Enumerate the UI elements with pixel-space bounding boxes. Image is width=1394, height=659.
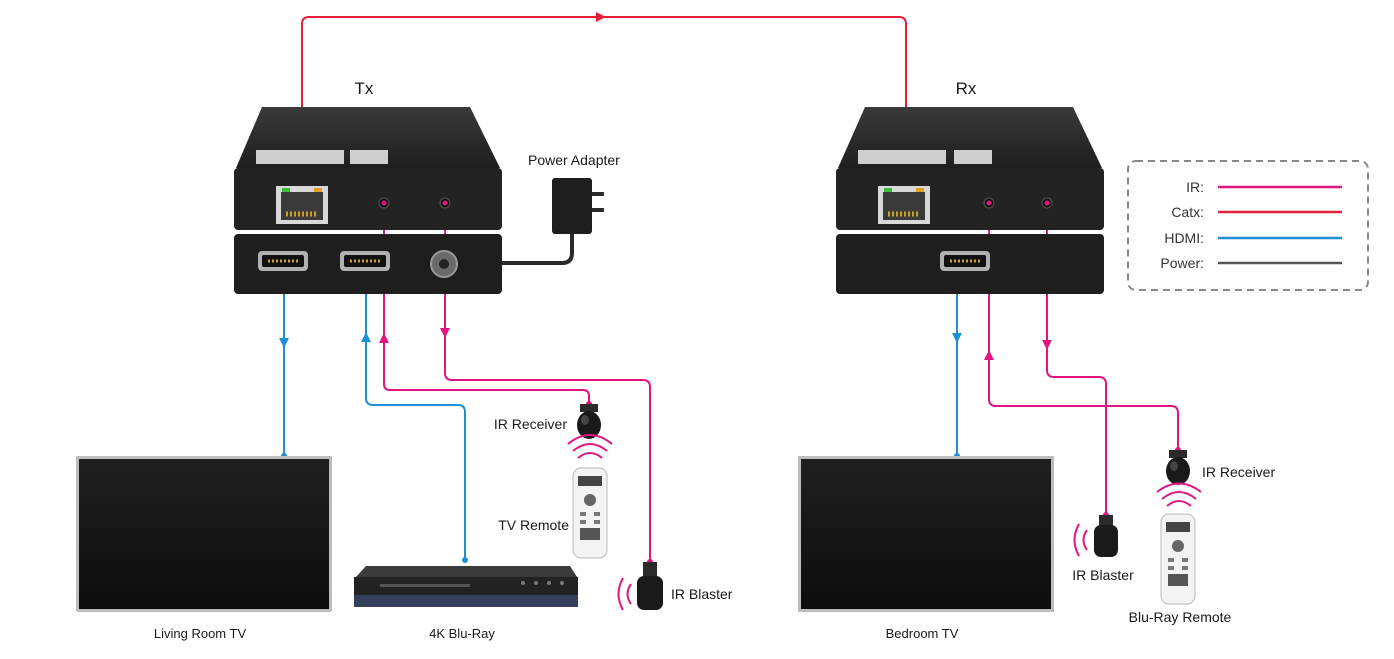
hdmi-arrow-living-room-tv [279, 338, 289, 348]
bedroom-tv-label: Bedroom TV [886, 626, 959, 641]
ir-cable-rx-receiver [988, 203, 1179, 450]
tx-ir-blaster-label: IR Blaster [671, 586, 733, 602]
rx-ir-receiver-label: IR Receiver [1202, 464, 1275, 480]
tx-unit [234, 107, 502, 294]
legend-label-hdmi: HDMI: [1164, 230, 1204, 246]
rx-label: Rx [956, 79, 977, 98]
bluray-label: 4K Blu-Ray [429, 626, 495, 641]
tx-ir-receiver [577, 404, 601, 439]
power-adapter-label: Power Adapter [528, 152, 620, 168]
legend-label-ir: IR: [1186, 179, 1204, 195]
tv-remote-signal-icon [567, 434, 613, 459]
hdmi-arrow-bedroom-tv [952, 333, 962, 343]
ir-cable-rx-blaster [1046, 203, 1107, 515]
ir-cable-tx-receiver [383, 203, 590, 404]
rx-ir-receiver [1166, 450, 1190, 485]
hdmi-arrow-bluray [361, 332, 371, 342]
bluray-remote-signal-icon [1156, 482, 1202, 507]
tx-ir-blaster [637, 562, 663, 610]
rx-ir-blaster-label: IR Blaster [1072, 567, 1134, 583]
legend-label-power: Power: [1160, 255, 1204, 271]
bluray-player [354, 566, 578, 607]
rx-ir-blaster [1094, 515, 1118, 557]
hdmi-dot-bluray [462, 557, 468, 563]
ir-arrow-tx-blaster [440, 328, 450, 338]
tx-ir-receiver-label: IR Receiver [494, 416, 567, 432]
power-cable [498, 232, 574, 265]
bluray-remote-label: Blu-Ray Remote [1129, 609, 1232, 625]
tx-label: Tx [355, 79, 374, 98]
rx-unit [836, 107, 1104, 294]
living-room-tv [76, 456, 332, 612]
ir-arrow-rx-blaster [1042, 340, 1052, 350]
rx-ir-blaster-signal-icon [1073, 523, 1088, 557]
tv-remote-label: TV Remote [498, 517, 569, 533]
catx-arrow [596, 12, 606, 22]
legend: IR: Catx: HDMI: Power: [1127, 160, 1369, 291]
tx-ir-blaster-signal-icon [617, 577, 632, 611]
living-room-tv-label: Living Room TV [154, 626, 247, 641]
bedroom-tv [798, 456, 1054, 612]
tv-remote [572, 467, 608, 559]
power-adapter [552, 178, 604, 234]
bluray-remote [1160, 513, 1196, 605]
ir-cable-tx-blaster [444, 203, 651, 562]
ir-arrow-rx-receiver [984, 350, 994, 360]
hdmi-cable-bluray [365, 262, 466, 560]
ir-arrow-tx-receiver [379, 333, 389, 343]
legend-label-catx: Catx: [1171, 204, 1204, 220]
